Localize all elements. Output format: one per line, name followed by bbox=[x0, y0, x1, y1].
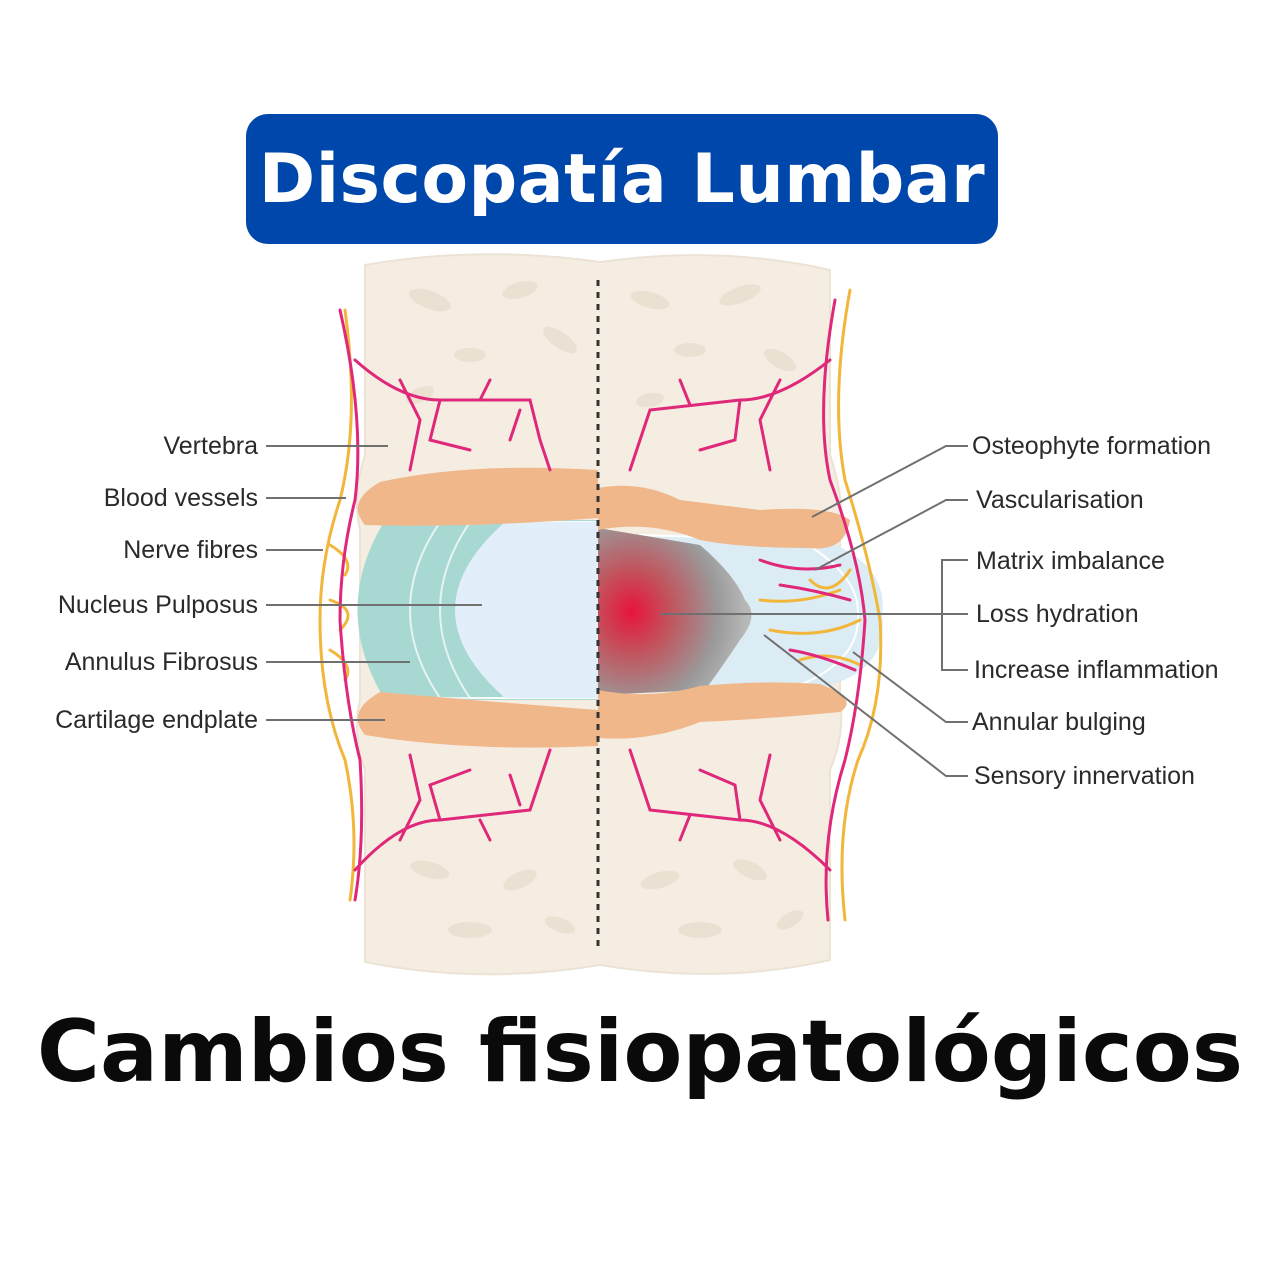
nucleus-pulposus bbox=[455, 522, 598, 698]
label-vascularisation: Vascularisation bbox=[976, 486, 1144, 514]
cartilage-endplate-lower-right bbox=[598, 682, 847, 739]
blood-vessels bbox=[338, 298, 867, 922]
title-banner: Discopatía Lumbar bbox=[246, 114, 998, 244]
label-nerve-fibres: Nerve fibres bbox=[123, 536, 258, 564]
healthy-disc bbox=[357, 520, 598, 700]
page-title: Discopatía Lumbar bbox=[258, 139, 986, 219]
label-sensory-innervation: Sensory innervation bbox=[974, 762, 1195, 790]
right-pointer-lines bbox=[660, 445, 968, 777]
left-labels: Vertebra Blood vessels Nerve fibres Nucl… bbox=[55, 432, 258, 734]
label-matrix-imbalance: Matrix imbalance bbox=[976, 547, 1165, 575]
right-labels: Osteophyte formation Vascularisation Mat… bbox=[972, 432, 1219, 790]
page-subtitle: Cambios fisiopatológicos bbox=[36, 1002, 1244, 1102]
label-vertebra: Vertebra bbox=[163, 432, 258, 460]
nerve-fibres bbox=[318, 288, 883, 922]
label-osteophyte-formation: Osteophyte formation bbox=[972, 432, 1211, 460]
label-blood-vessels: Blood vessels bbox=[104, 484, 258, 512]
label-annular-bulging: Annular bulging bbox=[972, 708, 1146, 736]
left-pointer-lines bbox=[266, 445, 482, 721]
cartilage-endplate-lower-left bbox=[357, 692, 598, 748]
cartilage-endplate-upper-right bbox=[598, 485, 850, 549]
label-annulus-fibrosus: Annulus Fibrosus bbox=[65, 648, 258, 676]
label-increase-inflammation: Increase inflammation bbox=[974, 656, 1219, 684]
degenerated-disc bbox=[598, 528, 883, 695]
label-cartilage-endplate: Cartilage endplate bbox=[55, 706, 258, 734]
label-loss-hydration: Loss hydration bbox=[976, 600, 1139, 628]
bone-texture bbox=[406, 280, 804, 938]
cartilage-endplate-upper-left bbox=[357, 467, 598, 526]
label-nucleus-pulposus: Nucleus Pulposus bbox=[58, 591, 258, 619]
inflamed-nucleus bbox=[598, 528, 752, 695]
